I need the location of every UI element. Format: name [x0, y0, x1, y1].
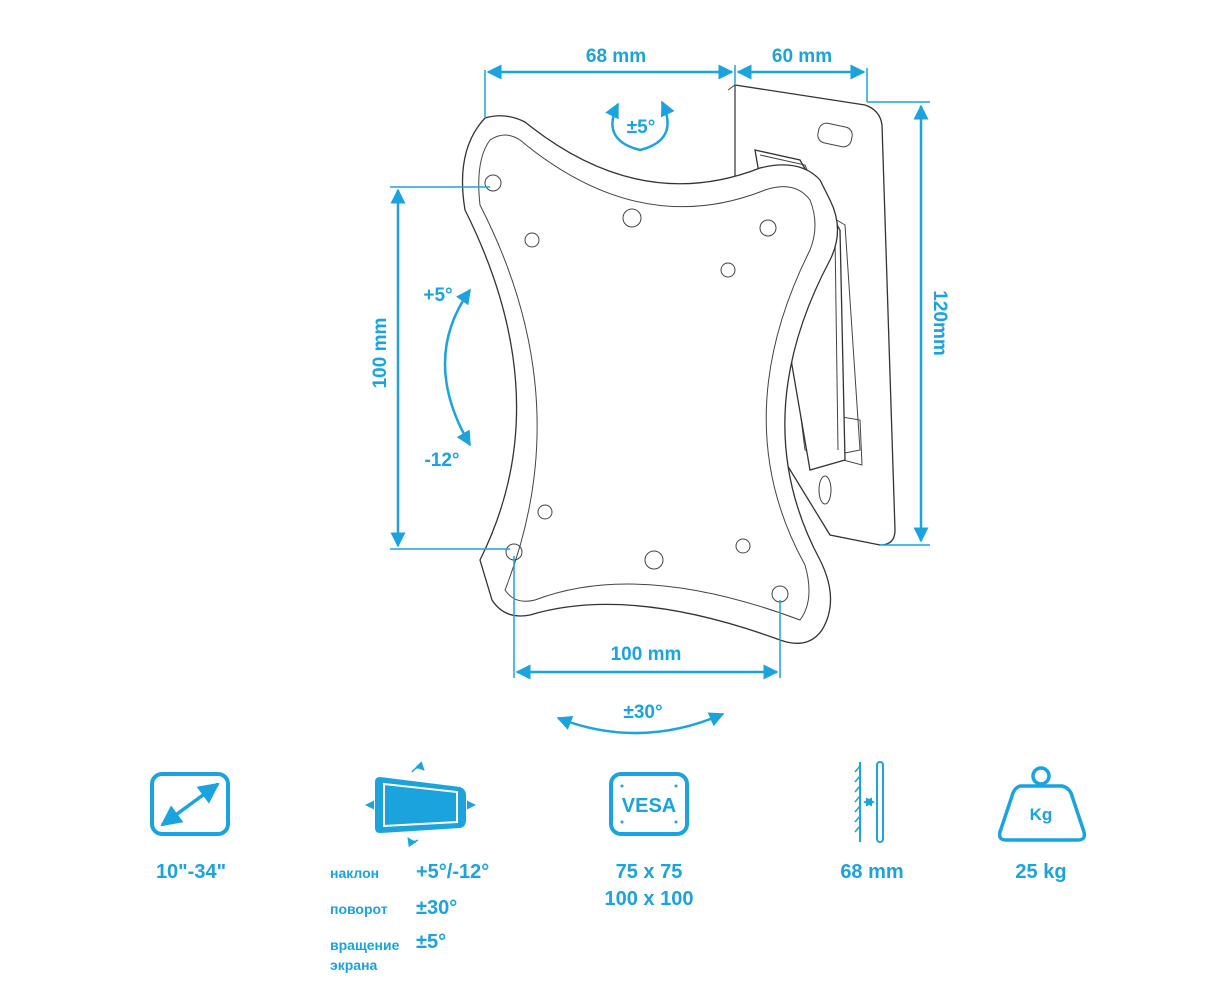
- wall-distance-icon: [854, 761, 884, 843]
- rotation-spec-value: ±5°: [416, 931, 446, 953]
- vesa-vertical-label: 100 mm: [370, 318, 391, 389]
- screen-movement-icon: [365, 761, 476, 848]
- dimension-lines: [390, 64, 930, 735]
- vesa-horizontal-label: 100 mm: [611, 644, 682, 665]
- vesa-value-1: 75 x 75: [616, 861, 683, 883]
- vesa-icon: VESA: [609, 772, 689, 836]
- distance-value: 68 mm: [840, 861, 903, 883]
- weight-icon: Kg: [997, 766, 1087, 842]
- tilt-spec-label: наклон: [330, 865, 379, 881]
- tilt-down-label: -12°: [424, 450, 459, 471]
- load-value: 25 kg: [1015, 861, 1066, 883]
- wall-plate-width-label: 60 mm: [772, 46, 832, 67]
- diagonal-arrow-icon: [150, 772, 230, 836]
- vesa-icon-text: VESA: [622, 795, 676, 817]
- vesa-plate: [461, 115, 839, 644]
- wall-plate-height-label: 120mm: [929, 290, 950, 356]
- tilt-spec-value: +5°/-12°: [416, 861, 489, 883]
- depth-label: 68 mm: [586, 46, 646, 67]
- screen-size-value: 10"-34": [156, 861, 226, 883]
- swivel-spec-value: ±30°: [416, 897, 457, 919]
- swivel-spec-label: поворот: [330, 901, 388, 917]
- tilt-up-label: +5°: [423, 285, 452, 306]
- rotation-label: ±5°: [627, 117, 656, 138]
- vesa-value-2: 100 x 100: [605, 888, 694, 910]
- weight-icon-text: Kg: [1030, 805, 1053, 824]
- swivel-label: ±30°: [623, 702, 662, 723]
